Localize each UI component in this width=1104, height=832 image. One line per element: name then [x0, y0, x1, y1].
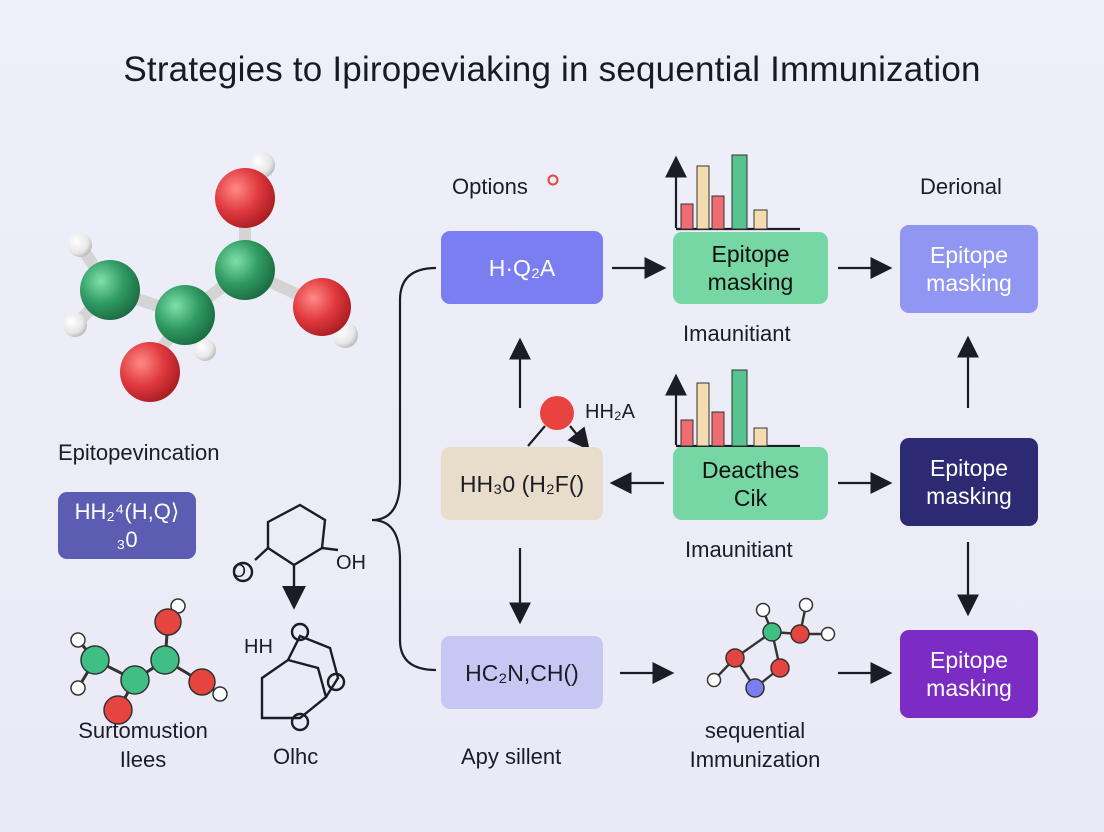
bar-chart-middle-icon — [665, 369, 800, 448]
apy-sillent-label: Apy sillent — [461, 744, 562, 769]
options-label: Options — [452, 174, 528, 199]
epitopevincation-label: Epitopevincation — [58, 440, 220, 465]
hh2a-label: HH₂A — [585, 401, 635, 423]
hc2n-box: HC₂N,CH() — [441, 636, 603, 709]
deacthes-box: Deacthes Cik — [673, 447, 828, 520]
bar-chart-top-icon — [665, 154, 800, 231]
surtomustion-label: Surtomustion Ilees — [78, 718, 208, 772]
formula-box-left: HH₂⁴(H,Q⟩₃0 — [58, 492, 196, 559]
hq2a-box: H·Q₂A — [441, 231, 603, 304]
imaunitiant-label-middle: Imaunitiant — [685, 537, 793, 562]
epitope-masking-right-box-3: Epitope masking — [900, 630, 1038, 718]
diagram-title: Strategies to Ipiropeviaking in sequenti… — [123, 50, 981, 89]
skeletal-structure-bottom-icon — [260, 622, 346, 732]
molecule-bottom-icon — [706, 597, 836, 698]
epitope-masking-green-box: Epitope masking — [673, 232, 828, 304]
molecule-3d-icon — [63, 152, 358, 402]
skeletal-structure-top-icon — [232, 503, 339, 610]
left-brace-connector — [371, 266, 437, 672]
hh-label: HH — [244, 636, 273, 658]
oh-label: OH — [336, 552, 366, 574]
derional-label: Derional — [920, 174, 1002, 199]
options-dot-icon — [547, 174, 559, 186]
epitope-masking-right-box-2: Epitope masking — [900, 438, 1038, 526]
hh30-box: HH₃0 (H₂F() — [441, 447, 603, 520]
olhc-label: Olhc — [273, 744, 319, 769]
sequential-immunization-label: sequential Immunization — [689, 718, 821, 772]
molecule-small-left-icon — [70, 598, 228, 725]
o-label: O — [232, 561, 247, 581]
imaunitiant-label-top: Imaunitiant — [683, 321, 791, 346]
red-node-icon — [540, 396, 574, 430]
epitope-masking-right-box-1: Epitope masking — [900, 225, 1038, 313]
